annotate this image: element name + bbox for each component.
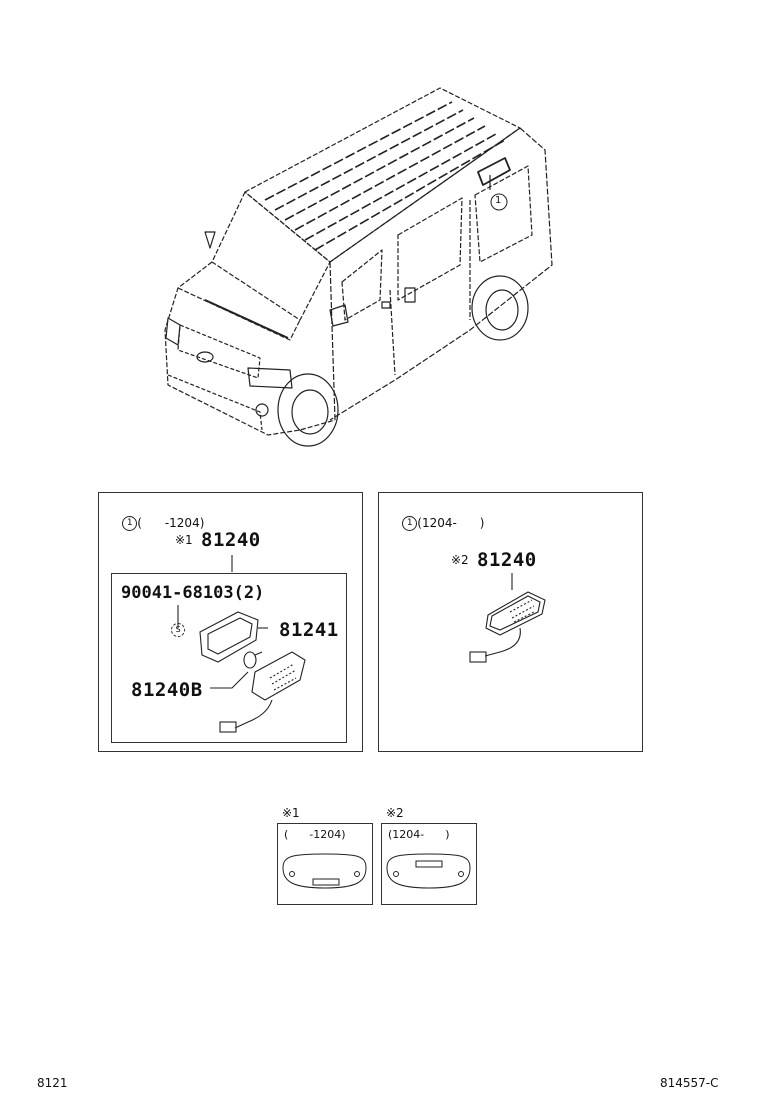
panel-left-callout: 1 bbox=[122, 516, 138, 531]
panel-left-ref-mark: ※1 bbox=[175, 533, 193, 547]
panel-right-main-part: 81240 bbox=[477, 549, 537, 571]
screw-part-number: 90041-68103(2) bbox=[121, 583, 265, 603]
panel-left-range: ( -1204) bbox=[137, 516, 205, 530]
legend-left-mark: ※1 bbox=[282, 806, 300, 820]
panel-right-ref-mark: ※2 bbox=[451, 553, 469, 567]
footer-left-code: 8121 bbox=[37, 1076, 68, 1090]
panel-right-header: 1(1204- ) bbox=[387, 502, 484, 545]
bulb-part-number: 81240B bbox=[131, 679, 203, 701]
legend-right-range: (1204- ) bbox=[388, 828, 450, 841]
footer-right-code: 814557-C bbox=[660, 1076, 719, 1090]
legend-right-box: (1204- ) bbox=[381, 823, 477, 905]
legend-left-range: ( -1204) bbox=[284, 828, 346, 841]
panel-left-main-part: 81240 bbox=[201, 529, 261, 551]
van-illustration bbox=[164, 87, 553, 447]
panel-right-callout: 1 bbox=[402, 516, 418, 531]
legend-left-box: ( -1204) bbox=[277, 823, 373, 905]
panel-right-range: (1204- ) bbox=[417, 516, 485, 530]
van-callout-number: 1 bbox=[495, 195, 502, 206]
panel-left-header: 1( -1204) bbox=[107, 502, 204, 545]
panel-left-inner-box bbox=[111, 573, 347, 743]
screw-symbol-letter: S bbox=[175, 625, 181, 634]
panel-right: 1(1204- ) ※2 81240 bbox=[378, 492, 643, 752]
lens-part-number: 81241 bbox=[279, 619, 339, 641]
legend-right-mark: ※2 bbox=[386, 806, 404, 820]
panel-left: 1( -1204) ※1 81240 90041-68103(2) 81241 … bbox=[98, 492, 363, 752]
